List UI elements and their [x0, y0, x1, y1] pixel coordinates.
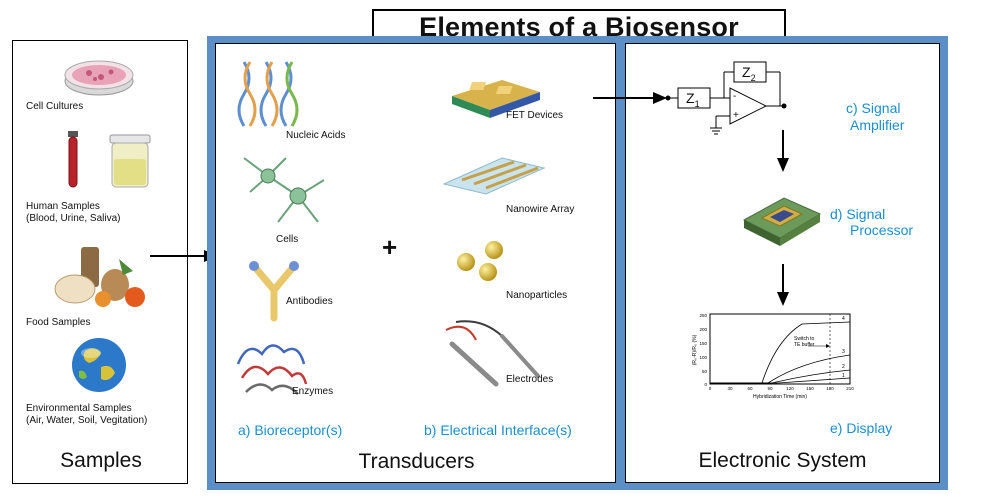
interface-label-nanoparticles: Nanoparticles: [506, 290, 568, 301]
bioreceptor-label-enzymes: Enzymes: [292, 386, 334, 397]
display-xtick-120: 120: [786, 386, 794, 391]
test-tube-icon: [68, 131, 78, 188]
arrow-amplifier-to-processor: [777, 130, 789, 172]
z2-letter: Z: [742, 64, 751, 80]
display-chart: Switch to TE buffer (R₀-R)/R₀ (%) Hybrid…: [692, 313, 854, 400]
curve-1: [710, 377, 851, 384]
arrow-transducers-to-amplifier: [593, 92, 667, 104]
opamp-minus: -: [733, 91, 737, 102]
curve-4: [710, 321, 851, 384]
display-xtick-210: 210: [846, 386, 854, 391]
processor-caption-line1: d) Signal: [830, 206, 886, 222]
display-xtick-90: 90: [767, 386, 773, 391]
sample-label-cell-cultures: Cell Cultures: [26, 101, 84, 112]
z2-label: Z2: [742, 64, 756, 83]
globe-icon: [72, 338, 126, 392]
fet-device-icon: [452, 80, 540, 118]
plus-sign: +: [382, 232, 398, 262]
bioreceptor-caption: a) Bioreceptor(s): [238, 422, 343, 438]
display-ytick-50: 50: [702, 369, 708, 374]
display-ylabel: (R₀-R)/R₀ (%): [692, 334, 698, 365]
curve-3: [710, 354, 851, 384]
z1-subscript: 1: [694, 98, 700, 109]
amplifier-caption-line2: Amplifier: [850, 117, 905, 133]
display-annotation-1: Switch to: [794, 336, 815, 342]
processor-chip-icon: [742, 197, 822, 246]
display-caption: e) Display: [830, 420, 893, 436]
z1-label: Z1: [686, 90, 700, 109]
interface-caption: b) Electrical Interface(s): [424, 422, 572, 438]
samples-panel: Cell Cultures Human Samples (Blood, Urin…: [12, 40, 188, 484]
display-xtick-180: 180: [826, 386, 834, 391]
sample-sublabel-human: (Blood, Urine, Saliva): [26, 213, 121, 224]
transducers-heading: Transducers: [358, 450, 475, 473]
z2-subscript: 2: [750, 72, 756, 83]
display-xlabel: Hybridization Time (min): [753, 394, 807, 400]
petri-dish-icon: [64, 60, 134, 96]
samples-heading: Samples: [60, 449, 142, 472]
transducers-panel: Nucleic Acids Cells Antibodies Enzymes +: [215, 43, 616, 483]
interface-label-nanowire-array: Nanowire Array: [506, 204, 575, 215]
dna-icon: [237, 61, 299, 127]
bioreceptor-label-nucleic-acids: Nucleic Acids: [286, 130, 346, 141]
display-ytick-100: 100: [699, 355, 707, 360]
curve-label-4: 4: [842, 316, 845, 322]
electronic-heading: Electronic System: [698, 449, 867, 472]
curve-label-2: 2: [842, 364, 845, 370]
display-xtick-0: 0: [709, 386, 712, 391]
display-xtick-150: 150: [806, 386, 814, 391]
display-ytick-150: 150: [699, 341, 707, 346]
display-ytick-0: 0: [704, 382, 707, 387]
enzyme-icon: [236, 344, 308, 395]
nanowire-array-icon: [442, 157, 546, 195]
food-icon: [54, 247, 145, 307]
urine-jar-icon: [109, 134, 151, 188]
display-xtick-30: 30: [727, 386, 733, 391]
electronic-panel: [625, 43, 940, 483]
bioreceptor-label-antibodies: Antibodies: [286, 296, 333, 307]
sample-sublabel-environmental: (Air, Water, Soil, Vegitation): [26, 415, 148, 426]
processor-caption-line2: Processor: [850, 222, 914, 238]
cell-icon: [243, 157, 325, 223]
z1-letter: Z: [686, 90, 695, 106]
antibody-icon: [249, 261, 299, 322]
interface-label-electrodes: Electrodes: [506, 374, 554, 385]
display-xtick-60: 60: [747, 386, 753, 391]
curve-label-1: 1: [842, 373, 845, 379]
interface-label-fet-devices: FET Devices: [506, 110, 564, 121]
sample-label-human: Human Samples: [26, 201, 100, 212]
display-ytick-250: 250: [699, 313, 707, 318]
curve-label-3: 3: [842, 349, 845, 355]
amplifier-caption-line1: c) Signal: [846, 100, 901, 116]
amplifier-circuit: [665, 61, 787, 135]
display-ytick-200: 200: [699, 327, 707, 332]
display-annotation-2: TE buffer: [794, 342, 815, 348]
opamp-plus: +: [733, 110, 739, 121]
electrodes-icon: [445, 320, 540, 387]
sample-label-environmental: Environmental Samples: [26, 403, 132, 414]
bioreceptor-label-cells: Cells: [276, 234, 299, 245]
sample-label-food: Food Samples: [26, 317, 91, 328]
nanoparticles-icon: [457, 241, 503, 281]
arrow-processor-to-display: [777, 264, 789, 306]
